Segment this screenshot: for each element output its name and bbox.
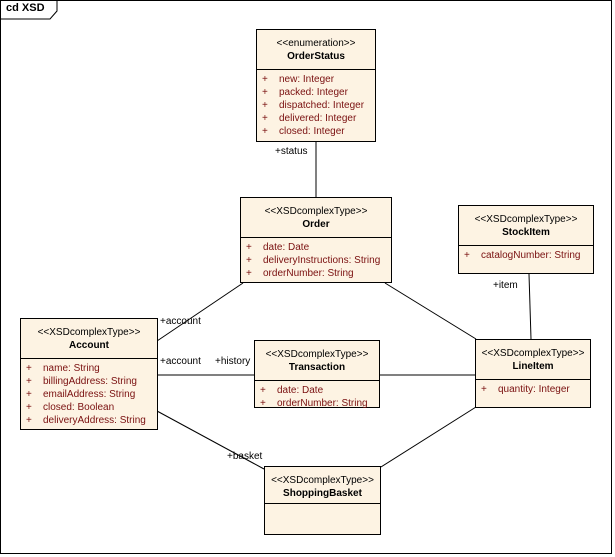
class-account[interactable]: <<XSDcomplexType>> Account +name: String…: [20, 318, 158, 430]
frame-tab: [0, 0, 58, 20]
attribute-row: +emailAddress: String: [26, 389, 136, 400]
class-transaction[interactable]: <<XSDcomplexType>> Transaction +date: Da…: [254, 340, 380, 410]
role-label-item: +item: [493, 280, 518, 291]
stereotype-label: <<XSDcomplexType>>: [271, 475, 374, 486]
class-name: Transaction: [288, 362, 346, 373]
attribute-list: +quantity: Integer: [476, 380, 590, 396]
attribute-row: +catalogNumber: String: [464, 250, 581, 261]
frame-label: cd XSD: [6, 2, 45, 14]
role-label-account-order: +account: [160, 316, 201, 327]
attribute-row: +date: Date: [246, 242, 310, 253]
stereotype-label: <<XSDcomplexType>>: [474, 214, 578, 225]
stereotype-label: <<enumeration>>: [276, 38, 356, 49]
assoc-lineitem-shoppingbasket: [380, 406, 477, 468]
class-header: <<XSDcomplexType>> StockItem: [459, 206, 593, 246]
class-name: StockItem: [502, 227, 550, 238]
class-orderstatus[interactable]: <<enumeration>> OrderStatus +new: Intege…: [256, 29, 376, 142]
attribute-list: +date: Date +deliveryInstructions: Strin…: [241, 238, 391, 280]
attribute-row: +new: Integer: [262, 74, 335, 85]
role-label-account-transaction: +account: [160, 356, 201, 367]
attribute-row: +closed: Integer: [262, 126, 345, 137]
class-shoppingbasket[interactable]: <<XSDcomplexType>> ShoppingBasket: [264, 466, 381, 535]
attribute-row: +quantity: Integer: [481, 384, 570, 395]
class-header: <<XSDcomplexType>> Transaction: [255, 341, 379, 381]
assoc-stockitem-lineitem: [528, 273, 532, 340]
attribute-row: +delivered: Integer: [262, 113, 357, 124]
attribute-row: +date: Date: [260, 385, 324, 396]
attribute-row: +deliveryInstructions: String: [246, 255, 381, 266]
stereotype-label: <<XSDcomplexType>>: [264, 206, 368, 217]
attribute-row: +dispatched: Integer: [262, 100, 365, 111]
role-label-history: +history: [215, 356, 251, 367]
class-name: Account: [69, 340, 109, 351]
assoc-order-lineitem: [384, 282, 477, 340]
stereotype-label: <<XSDcomplexType>>: [37, 327, 141, 338]
class-header: <<XSDcomplexType>> Order: [241, 198, 391, 238]
class-stockitem[interactable]: <<XSDcomplexType>> StockItem +catalogNum…: [458, 205, 594, 274]
class-name: Order: [302, 219, 330, 230]
stereotype-label: <<XSDcomplexType>>: [265, 349, 369, 360]
class-header: <<XSDcomplexType>> ShoppingBasket: [265, 467, 380, 504]
attribute-row: +billingAddress: String: [26, 376, 137, 387]
attribute-row: +deliveryAddress: String: [26, 415, 146, 426]
attribute-list: +new: Integer +packed: Integer +dispatch…: [257, 70, 375, 138]
attribute-row: +orderNumber: String: [260, 398, 368, 409]
assoc-account-order: [156, 282, 244, 342]
attribute-list: [265, 504, 380, 507]
class-lineitem[interactable]: <<XSDcomplexType>> LineItem +quantity: I…: [475, 339, 591, 408]
attribute-list: +name: String +billingAddress: String +e…: [21, 359, 157, 427]
attribute-row: +packed: Integer: [262, 87, 348, 98]
class-name: ShoppingBasket: [283, 488, 362, 499]
class-name: LineItem: [512, 361, 554, 372]
attribute-list: +catalogNumber: String: [459, 246, 593, 262]
class-order[interactable]: <<XSDcomplexType>> Order +date: Date +de…: [240, 197, 392, 283]
assoc-account-shoppingbasket: [156, 410, 265, 470]
class-header: <<enumeration>> OrderStatus: [257, 30, 375, 70]
attribute-list: +date: Date +orderNumber: String: [255, 381, 379, 410]
stereotype-label: <<XSDcomplexType>>: [481, 348, 585, 359]
role-label-basket: +basket: [227, 451, 263, 462]
role-label-status: +status: [275, 146, 308, 157]
attribute-row: +name: String: [26, 363, 100, 374]
attribute-row: +closed: Boolean: [26, 402, 115, 413]
class-header: <<XSDcomplexType>> LineItem: [476, 340, 590, 380]
attribute-row: +orderNumber: String: [246, 268, 354, 279]
class-name: OrderStatus: [287, 51, 345, 62]
class-header: <<XSDcomplexType>> Account: [21, 319, 157, 359]
